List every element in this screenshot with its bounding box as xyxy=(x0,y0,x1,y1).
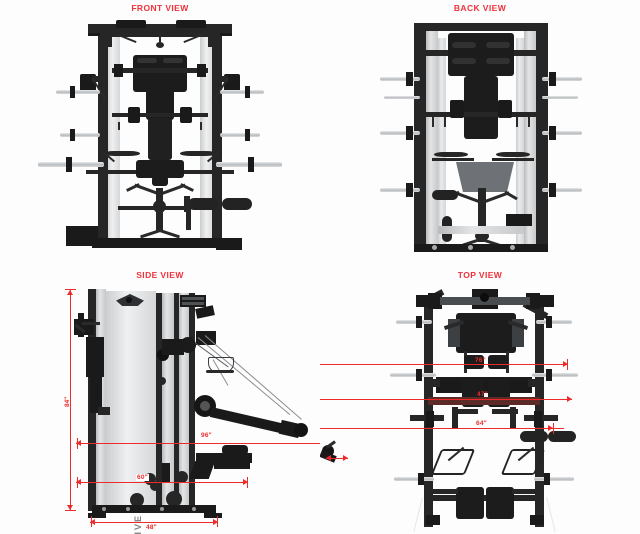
dim-label-height: 84" xyxy=(64,396,71,407)
view-title-front: FRONT VIEW xyxy=(131,3,189,13)
view-title-side: SIDE VIEW xyxy=(136,270,184,280)
dim-label-mid-depth: 60" xyxy=(136,474,149,481)
dim-line-height xyxy=(70,289,71,511)
dim-line-overall-width xyxy=(320,364,568,365)
view-panel-side: SIDE VIEW NEVER GIVE UP xyxy=(0,267,320,534)
top-view-drawing: 76" 47" 64" xyxy=(320,267,640,534)
dim-line-total-depth xyxy=(76,443,320,444)
dim-label-base-depth: 48" xyxy=(146,524,157,531)
view-panel-back: BACK VIEW xyxy=(320,0,640,267)
back-view-drawing xyxy=(320,0,640,267)
dim-label-frame-width: 64" xyxy=(476,420,487,427)
view-title-back: BACK VIEW xyxy=(453,3,507,13)
dim-label-overall-width: 76" xyxy=(475,357,486,364)
dim-label-total-depth: 96" xyxy=(200,432,213,439)
dim-line-mid-depth xyxy=(76,482,248,483)
dim-line-base-depth xyxy=(90,522,218,523)
dim-line-inner-width xyxy=(320,399,572,400)
view-panel-top: TOP VIEW xyxy=(320,267,640,534)
side-view-drawing: NEVER GIVE UP xyxy=(0,267,320,534)
view-title-top: TOP VIEW xyxy=(457,270,503,280)
dim-label-inner-width: 47" xyxy=(477,391,488,398)
view-panel-front: FRONT VIEW xyxy=(0,0,320,267)
dim-line-frame-width xyxy=(320,428,564,429)
front-view-drawing xyxy=(0,0,320,267)
